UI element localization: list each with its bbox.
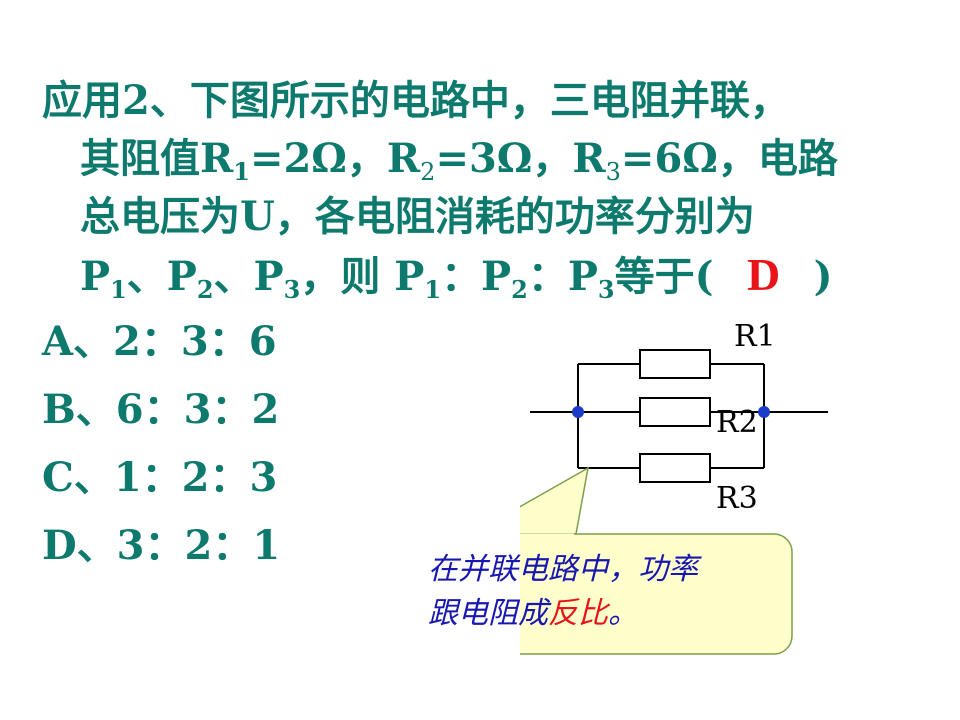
answer-mark: D xyxy=(746,249,781,300)
resistor-r2 xyxy=(639,397,711,427)
resistor-r1 xyxy=(639,349,711,379)
option-a: A、2：3：6 xyxy=(42,318,277,365)
callout-line-2: 跟电阻成反比。 xyxy=(428,596,638,631)
question-line-1: 应用2、下图所示的电路中，三电阻并联， xyxy=(42,77,790,124)
option-c: C、1：2：3 xyxy=(42,454,278,501)
question-text: 应用2、下图所示的电路中，三电阻并联， 其阻值R1=2Ω，R2=3Ω，R3=6Ω… xyxy=(42,72,942,306)
callout-note: 在并联电路中，功率 跟电阻成反比。 xyxy=(428,548,788,636)
option-b: B、6：3：2 xyxy=(42,386,280,433)
junction-node-right xyxy=(758,406,770,418)
label-r3: R3 xyxy=(716,481,758,516)
parallel-circuit-diagram: R1 R2 R3 xyxy=(520,319,828,655)
callout-box xyxy=(520,533,793,655)
label-r1: R1 xyxy=(734,319,776,354)
label-r2: R2 xyxy=(716,405,758,440)
question-line-3: 总电压为U，各电阻消耗的功率分别为 xyxy=(80,193,755,240)
question-line-4: P1、P2、P3，则 P1：P2：P3等于(D) xyxy=(42,246,942,306)
junction-node-left xyxy=(572,406,584,418)
resistor-r3 xyxy=(639,453,711,483)
option-d: D、3：2：1 xyxy=(42,522,281,569)
callout-keyword: 反比 xyxy=(548,596,608,631)
question-line-2: 其阻值R1=2Ω，R2=3Ω，R3=6Ω，电路 xyxy=(80,135,838,186)
answer-options: A、2：3：6 B、6：3：2 C、1：2：3 D、3：2：1 xyxy=(42,316,280,588)
callout-line-1: 在并联电路中，功率 xyxy=(428,552,698,587)
